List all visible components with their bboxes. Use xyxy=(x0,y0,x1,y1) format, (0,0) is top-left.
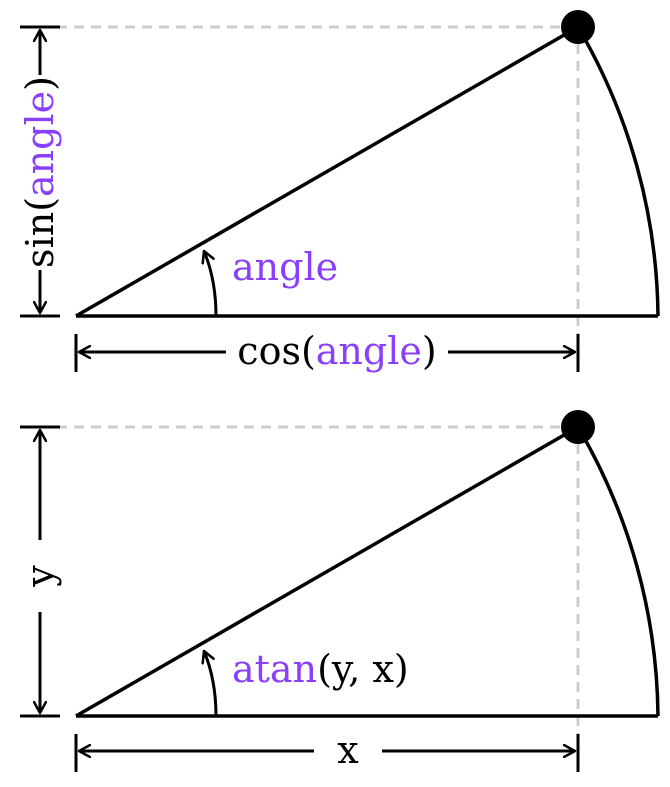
bottom-angle-arrow xyxy=(204,651,218,717)
top-angle-arrow xyxy=(204,251,218,317)
bottom-radius-line xyxy=(75,425,579,718)
y-label: y xyxy=(18,565,62,588)
bottom-point-filled-circle-icon xyxy=(561,410,595,444)
top-point-filled-circle-icon xyxy=(561,10,595,44)
bottom-diagram: atan(y, x) y x xyxy=(18,410,660,772)
bottom-arc xyxy=(576,426,660,717)
x-label: x xyxy=(337,728,358,772)
sin-label: sin(angle) xyxy=(18,76,62,268)
top-diagram: angle sin(angle) cos(angle) xyxy=(18,10,660,373)
top-angle-label: angle xyxy=(232,245,338,289)
cos-label: cos(angle) xyxy=(237,329,436,373)
top-radius-line xyxy=(75,25,579,318)
top-arc xyxy=(576,26,660,317)
bottom-angle-label: atan(y, x) xyxy=(232,647,409,691)
